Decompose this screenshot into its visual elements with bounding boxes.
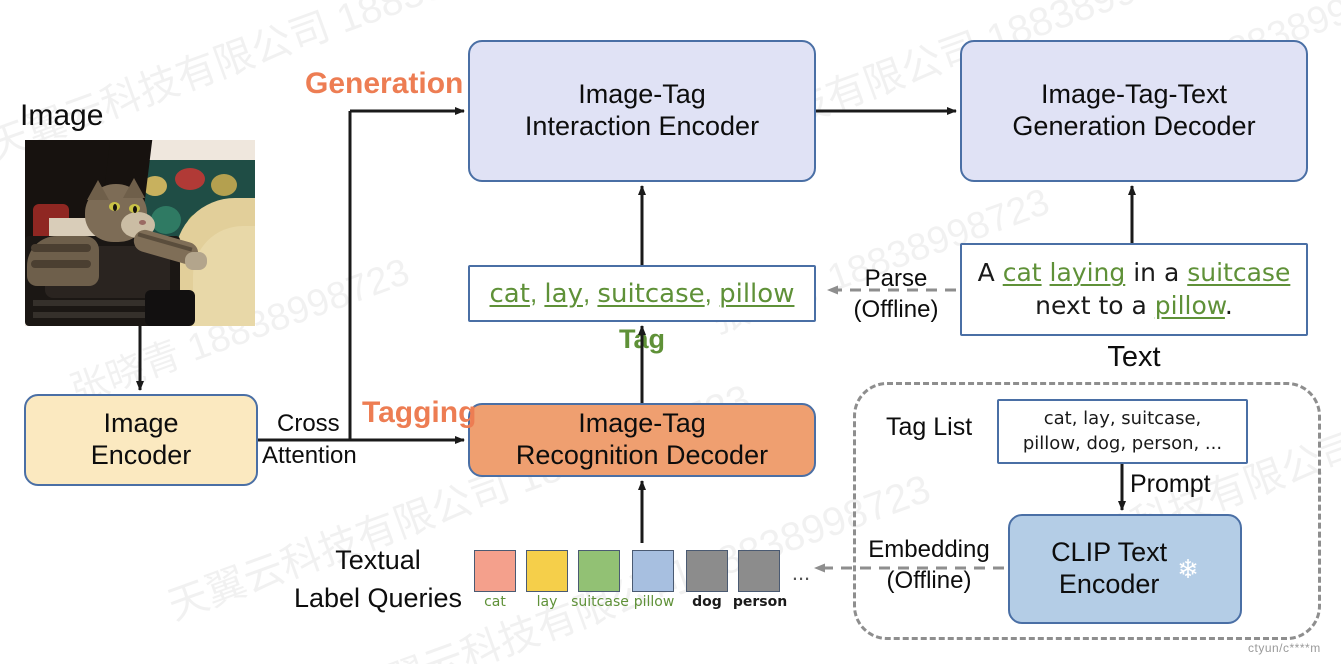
textual-label-queries-line1: Textual	[335, 545, 421, 575]
text-seg: next to a	[1035, 290, 1155, 320]
label-query-caption-cat: cat	[484, 594, 506, 610]
label-query-caption-pillow: pillow	[633, 594, 675, 610]
text-seg: in a	[1125, 258, 1188, 288]
tag-item-suitcase: suitcase	[597, 279, 705, 309]
text-seg-green: pillow	[1154, 290, 1225, 320]
text-seg	[1042, 258, 1050, 287]
text-caption: Text	[1107, 341, 1161, 373]
tag-box[interactable]: cat, lay, suitcase, pillow	[468, 265, 816, 322]
text-seg-green: suitcase	[1187, 258, 1291, 288]
generation-label: Generation	[305, 67, 464, 100]
tag-item-pillow: pillow	[719, 279, 795, 309]
clip-text-encoder-node[interactable]: CLIP Text Encoder ❄	[1008, 514, 1242, 624]
tag-caption: Tag	[619, 324, 665, 354]
snowflake-icon: ❄	[1177, 554, 1199, 584]
text-box-line2: next to a pillow.	[1035, 290, 1233, 322]
tag-list-line1: cat, lay, suitcase,	[1043, 408, 1202, 430]
offline-embedding-region	[853, 382, 1321, 640]
embedding-offline-label: (Offline)	[886, 567, 972, 594]
tag-item-lay: lay	[544, 279, 583, 309]
label-query-swatch-cat[interactable]	[474, 550, 516, 592]
label-query-caption-lay: lay	[536, 594, 558, 610]
label-query-swatch-lay[interactable]	[526, 550, 568, 592]
text-seg: .	[1224, 290, 1233, 320]
parse-label: Parse	[864, 265, 928, 292]
textual-label-queries-line2: Label Queries	[293, 583, 463, 613]
image-caption: Image	[20, 99, 104, 132]
label-query-caption-dog: dog	[692, 594, 722, 610]
tag-list-box[interactable]: cat, lay, suitcase, pillow, dog, person,…	[997, 399, 1248, 464]
label-queries-ellipsis: ...	[791, 560, 811, 585]
image-encoder-node[interactable]: Image Encoder	[24, 394, 258, 486]
label-query-caption-person: person	[732, 594, 788, 610]
label-query-swatch-person[interactable]	[738, 550, 780, 592]
cross-attention-label-line2: Attention	[262, 442, 357, 469]
clip-text-encoder-label: CLIP Text Encoder	[1051, 537, 1168, 599]
label-query-caption-suitcase: suitcase	[571, 594, 629, 610]
tag-list-label: Tag List	[886, 413, 973, 441]
text-seg: A	[977, 258, 1003, 288]
embedding-label: Embedding	[868, 536, 990, 563]
prompt-label: Prompt	[1130, 470, 1211, 498]
tagging-label: Tagging	[362, 396, 477, 429]
tag-item-cat: cat	[489, 279, 530, 309]
corner-watermark: ctyun/c****m	[1248, 641, 1321, 655]
text-box-line1: A cat laying in a suitcase	[978, 257, 1291, 289]
text-box[interactable]: A cat laying in a suitcase next to a pil…	[960, 243, 1308, 336]
label-query-swatch-pillow[interactable]	[632, 550, 674, 592]
text-seg-green: cat	[1002, 258, 1042, 288]
parse-offline-label: (Offline)	[853, 296, 939, 323]
image-tag-text-generation-decoder-node[interactable]: Image-Tag-Text Generation Decoder	[960, 40, 1308, 182]
text-seg-green: laying	[1049, 258, 1126, 288]
image-tag-recognition-decoder-node[interactable]: Image-Tag Recognition Decoder	[468, 403, 816, 477]
label-query-swatch-suitcase[interactable]	[578, 550, 620, 592]
cross-attention-label-line1: Cross	[277, 410, 340, 437]
tag-box-content: cat, lay, suitcase, pillow	[489, 278, 795, 309]
input-image-thumbnail	[25, 140, 255, 326]
image-tag-interaction-encoder-node[interactable]: Image-Tag Interaction Encoder	[468, 40, 816, 182]
tag-list-line2: pillow, dog, person, ...	[1022, 432, 1223, 454]
label-query-swatch-dog[interactable]	[686, 550, 728, 592]
